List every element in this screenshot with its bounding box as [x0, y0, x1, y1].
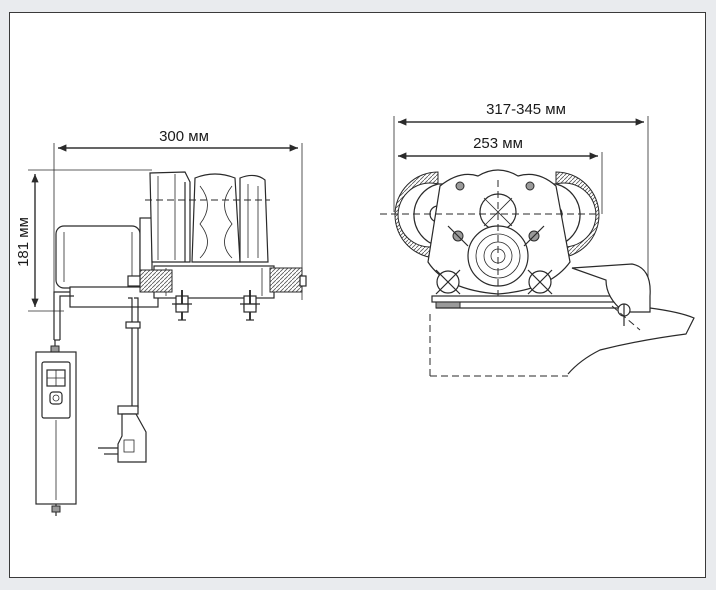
- width-dimension-253: 253 мм: [398, 135, 603, 214]
- front-view: 317-345 мм 253 мм: [380, 101, 695, 377]
- width-label: 300 мм: [159, 128, 209, 145]
- beam-flange: [431, 263, 695, 375]
- height-label: 181 мм: [15, 217, 32, 267]
- side-frame-plate: [427, 169, 571, 295]
- gearbox-housing: [149, 171, 191, 263]
- power-plug: [98, 405, 147, 463]
- beam-outline: [429, 305, 641, 377]
- height-dimension-181: 181 мм: [15, 169, 152, 312]
- inner-width-label: 253 мм: [473, 135, 523, 152]
- trolley-wheels: [191, 173, 269, 263]
- clamp-nuts: [435, 269, 553, 295]
- control-cable: [53, 291, 141, 408]
- total-width-label: 317-345 мм: [486, 101, 566, 118]
- width-dimension-317-345: 317-345 мм: [393, 101, 649, 300]
- side-view: 300 мм 181 мм: [15, 128, 307, 516]
- pendant-control: [35, 340, 77, 516]
- clamp-bolts: [127, 267, 307, 321]
- plate-bolts: [447, 181, 545, 247]
- width-dimension-300: 300 мм: [53, 128, 303, 318]
